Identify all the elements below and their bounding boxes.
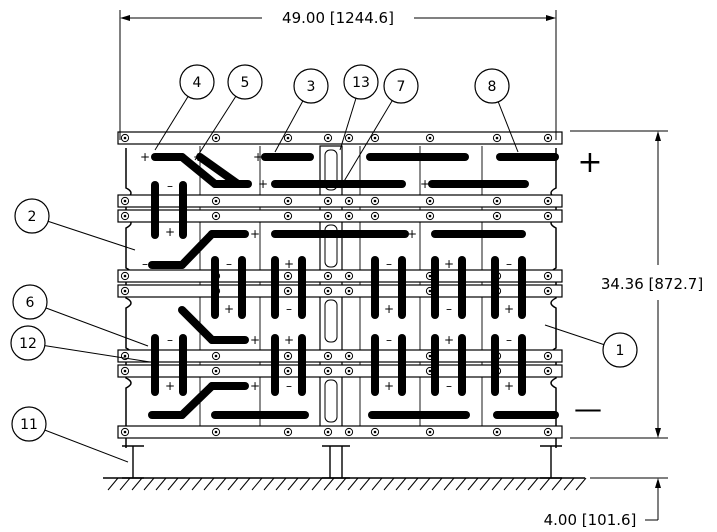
callout-7: 7 xyxy=(339,68,419,189)
polarity-sign: – xyxy=(167,179,173,193)
ground-line xyxy=(103,477,587,491)
bus-bar xyxy=(178,382,216,419)
svg-text:6: 6 xyxy=(26,295,35,311)
polarity-sign: + xyxy=(165,225,175,239)
base-dimension-label: 4.00 [101.6] xyxy=(544,511,637,529)
positive-terminal-marker: + xyxy=(577,145,602,180)
callout-12: 12 xyxy=(10,325,151,363)
polarity-sign: + xyxy=(250,379,260,393)
bus-bar xyxy=(196,153,242,188)
polarity-sign: + xyxy=(504,302,514,316)
frame-bar xyxy=(117,131,563,145)
support-beams xyxy=(122,445,562,479)
polarity-sign: + xyxy=(140,150,150,164)
svg-text:4: 4 xyxy=(193,75,202,91)
svg-text:2: 2 xyxy=(28,209,37,225)
width-dimension-label: 49.00 [1244.6] xyxy=(282,9,394,27)
callout-4: 4 xyxy=(154,64,215,151)
callout-5: 5 xyxy=(194,64,263,161)
base-dimension: 4.00 [101.6] xyxy=(544,477,668,529)
polarity-sign: – xyxy=(167,333,173,347)
callout-1: 1 xyxy=(544,324,638,368)
polarity-sign: – xyxy=(286,379,292,393)
svg-text:5: 5 xyxy=(241,75,250,91)
polarity-sign: + xyxy=(384,302,394,316)
polarity-sign: + xyxy=(250,227,260,241)
height-dimension: 34.36 [872.7] xyxy=(570,130,703,439)
polarity-sign: + xyxy=(444,333,454,347)
svg-text:1: 1 xyxy=(616,343,625,359)
polarity-sign: + xyxy=(258,177,268,191)
polarity-sign: – xyxy=(506,257,512,271)
frame-bar xyxy=(117,194,563,208)
polarity-sign: + xyxy=(250,333,260,347)
frame-bar xyxy=(117,284,563,298)
callout-8: 8 xyxy=(474,68,519,153)
frame-bar xyxy=(117,425,563,439)
svg-text:3: 3 xyxy=(307,79,316,95)
callout-2: 2 xyxy=(14,198,136,251)
polarity-sign: + xyxy=(253,150,263,164)
polarity-sign: – xyxy=(386,257,392,271)
svg-text:7: 7 xyxy=(397,79,406,95)
polarity-sign: – xyxy=(142,257,148,271)
polarity-sign: – xyxy=(506,333,512,347)
height-dimension-label: 34.36 [872.7] xyxy=(601,275,703,293)
svg-text:8: 8 xyxy=(488,79,497,95)
bus-bar xyxy=(178,153,219,188)
polarity-sign: + xyxy=(407,227,417,241)
polarity-sign: + xyxy=(420,177,430,191)
polarity-sign: – xyxy=(226,257,232,271)
polarity-sign: + xyxy=(504,379,514,393)
polarity-sign: + xyxy=(193,150,203,164)
polarity-sign: – xyxy=(286,302,292,316)
callout-3: 3 xyxy=(274,68,329,153)
svg-text:13: 13 xyxy=(352,75,370,91)
polarity-sign: – xyxy=(446,302,452,316)
negative-terminal-marker: — xyxy=(574,392,602,425)
svg-text:—: — xyxy=(574,392,602,425)
svg-text:11: 11 xyxy=(20,417,38,433)
callout-6: 6 xyxy=(12,284,149,347)
polarity-sign: + xyxy=(444,257,454,271)
battery-cells xyxy=(148,153,559,419)
polarity-sign: – xyxy=(386,333,392,347)
polarity-sign: – xyxy=(446,379,452,393)
polarity-sign: + xyxy=(284,333,294,347)
svg-text:+: + xyxy=(577,145,602,180)
polarity-marks: + + + + + – + – + + – + + – – + + – – + – + + – – + + – – + + + xyxy=(140,150,514,393)
frame-bar xyxy=(117,209,563,223)
callout-13: 13 xyxy=(339,64,379,151)
polarity-sign: + xyxy=(224,302,234,316)
width-dimension: 49.00 [1244.6] xyxy=(119,9,557,140)
polarity-sign: + xyxy=(165,379,175,393)
callout-11: 11 xyxy=(11,406,129,463)
svg-text:12: 12 xyxy=(19,336,37,352)
polarity-sign: + xyxy=(384,379,394,393)
bus-bar xyxy=(178,230,216,269)
bus-bar xyxy=(178,306,216,344)
polarity-sign: + xyxy=(284,257,294,271)
